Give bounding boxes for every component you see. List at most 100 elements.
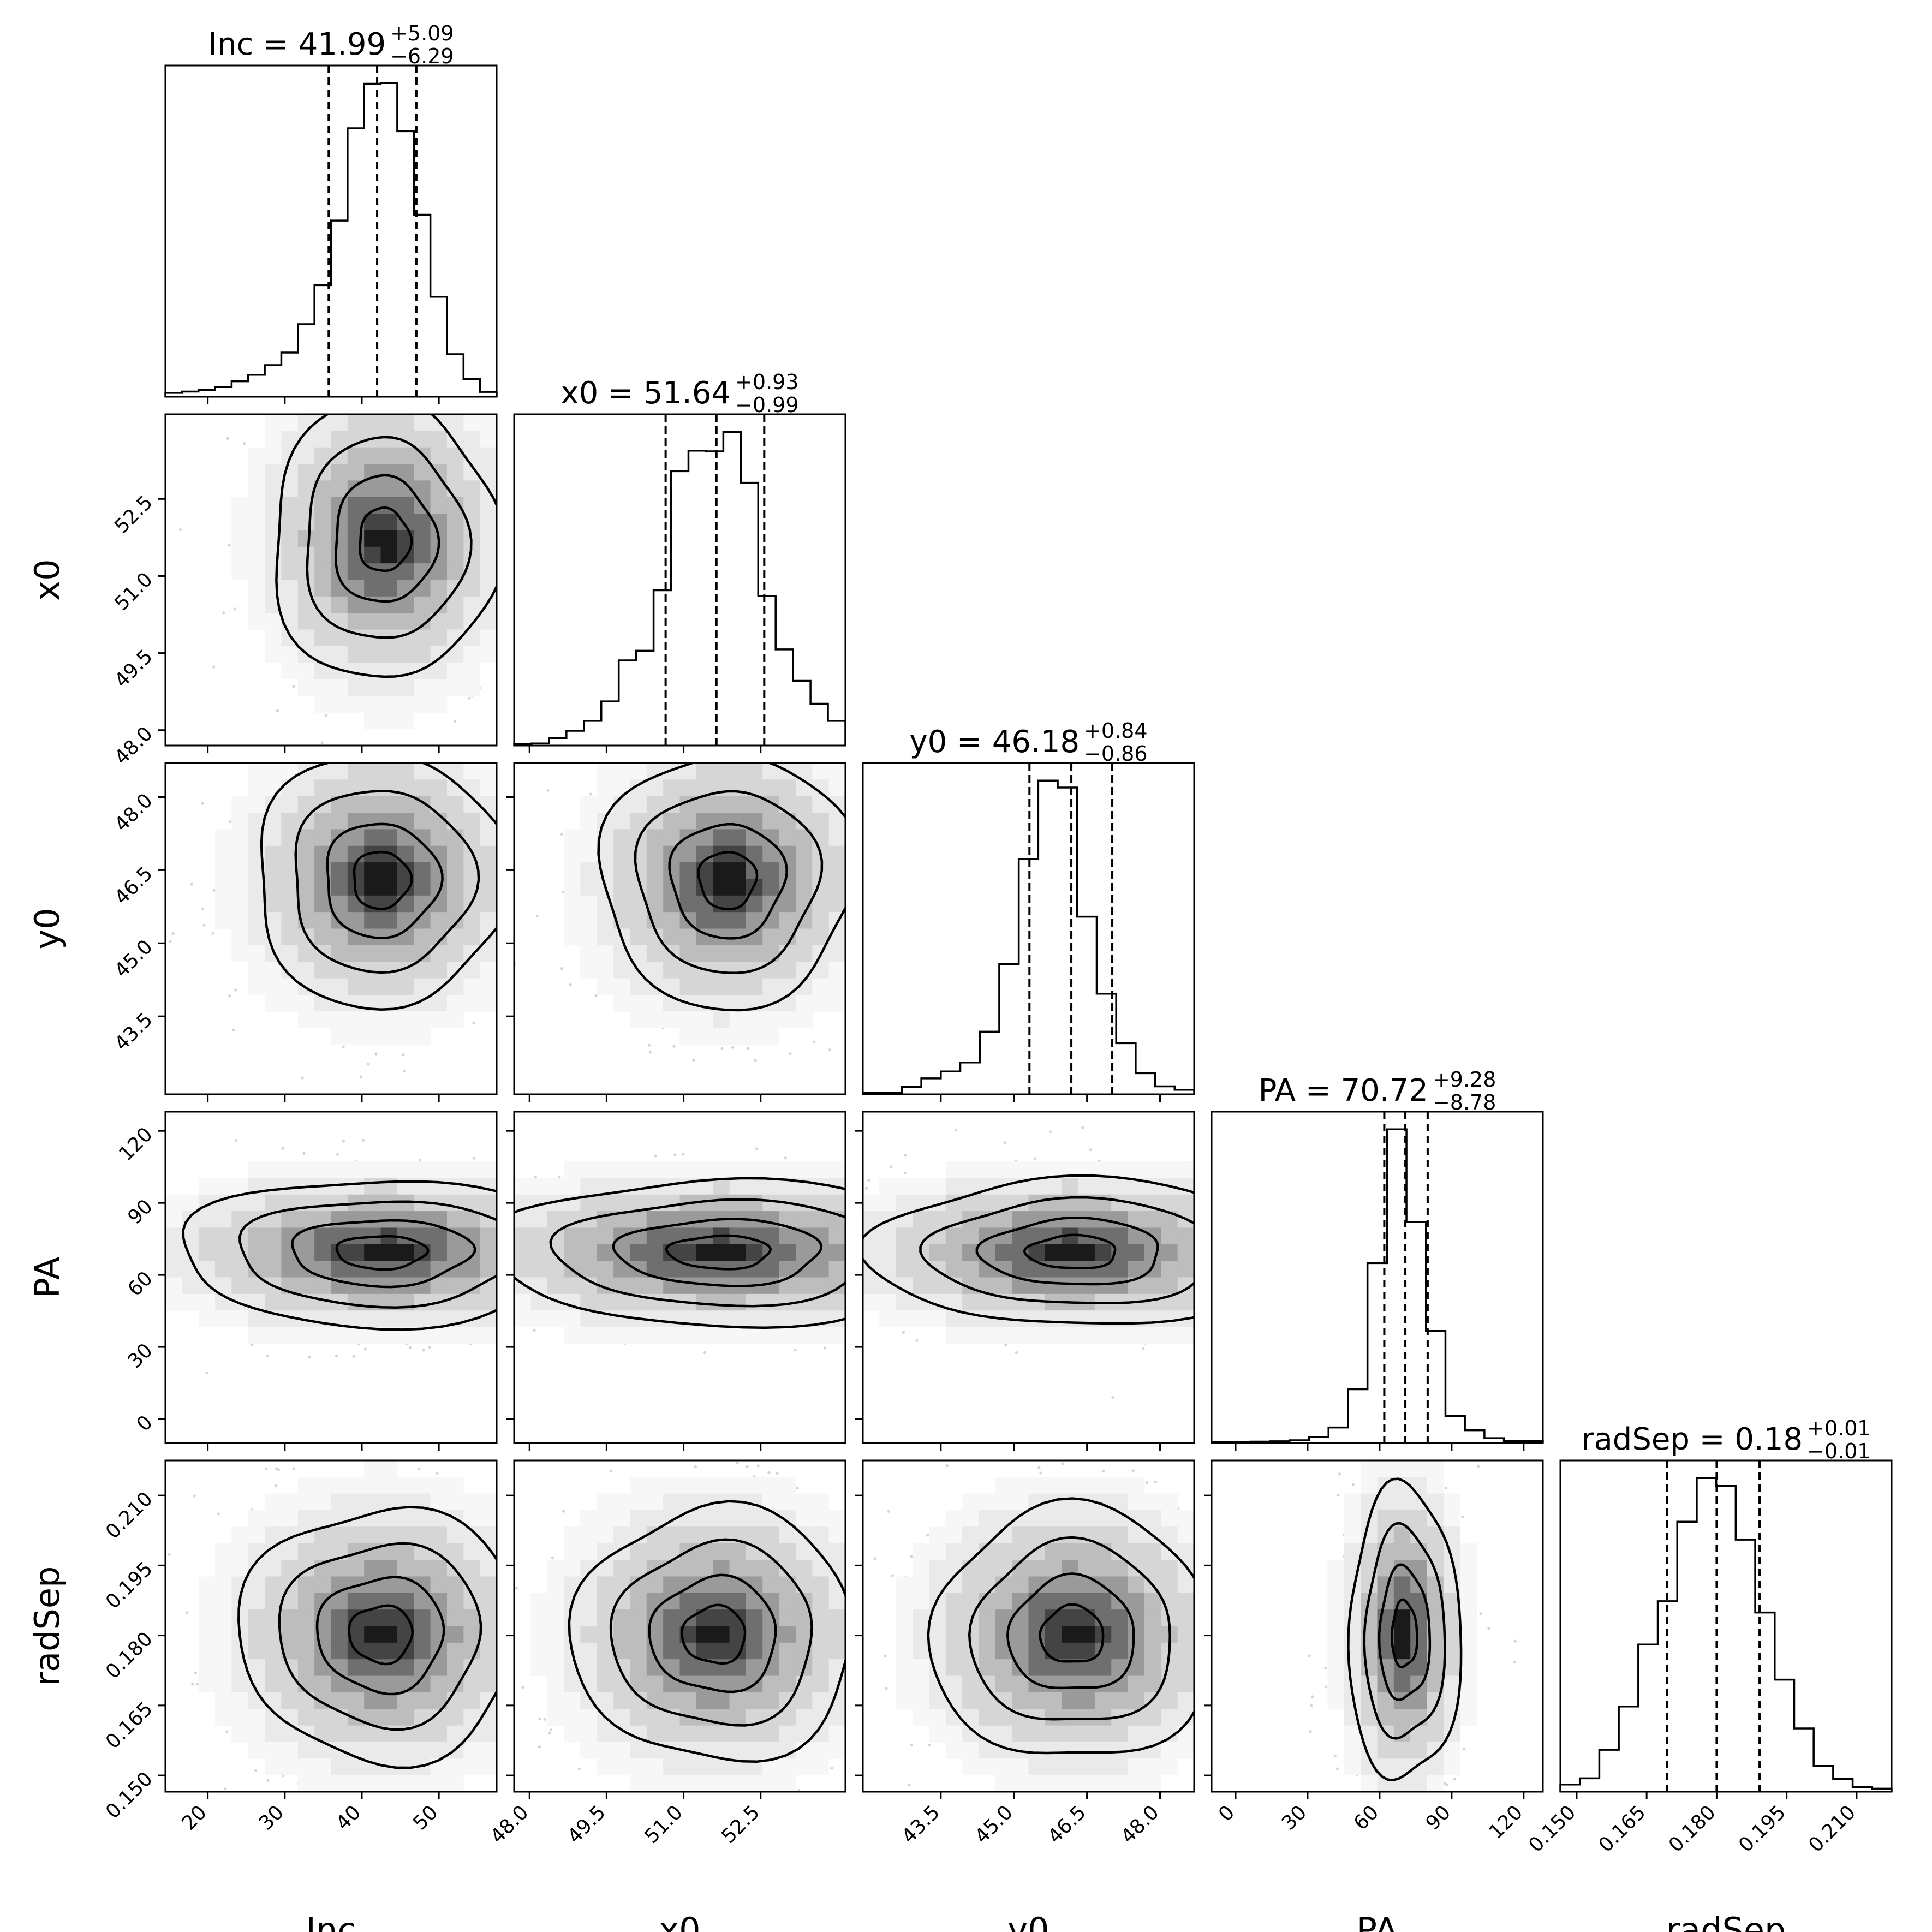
density-cell: [646, 1277, 664, 1295]
scatter-point: [508, 518, 511, 521]
density-cell: [646, 813, 664, 830]
density-cell: [713, 1178, 730, 1195]
density-cell: [380, 514, 398, 530]
density-cell: [364, 763, 381, 780]
density-cell: [663, 829, 680, 846]
scatter-point: [515, 447, 517, 450]
density-cell: [480, 779, 497, 797]
density-cell: [265, 447, 282, 464]
density-cell: [729, 945, 747, 962]
density-cell: [446, 546, 464, 564]
density-cell: [397, 580, 414, 597]
scatter-point: [959, 1347, 962, 1350]
density-cell: [347, 763, 365, 780]
scatter-point: [155, 1269, 158, 1272]
scatter-point: [356, 393, 359, 396]
density-cell: [314, 1277, 331, 1295]
density-cell: [331, 1011, 348, 1029]
density-cell: [663, 978, 680, 995]
density-cell: [480, 546, 497, 564]
scatter-point: [232, 1028, 235, 1031]
scatter-point: [542, 1361, 545, 1364]
density-cell: [297, 580, 315, 597]
contour-level-2: [326, 822, 444, 940]
scatter-point: [503, 1259, 506, 1261]
density-cell: [729, 1194, 747, 1212]
density-cell: [446, 596, 464, 613]
scatter-point: [864, 1186, 868, 1190]
density-cell: [265, 1161, 282, 1178]
density-cell: [679, 813, 697, 830]
density-cell: [696, 1161, 713, 1178]
density-cell: [746, 796, 763, 813]
scatter-point: [445, 738, 448, 741]
scatter-point: [428, 1345, 431, 1349]
density-cell: [514, 1211, 531, 1228]
density-cell: [364, 912, 381, 929]
density-cell: [430, 1011, 448, 1029]
density-cell: [198, 1178, 216, 1195]
scatter-point: [504, 1320, 506, 1322]
scatter-point: [235, 1138, 238, 1142]
scatter-point: [594, 994, 598, 998]
density-cell: [414, 1028, 431, 1045]
density-cell: [265, 613, 282, 630]
scatter-point: [977, 884, 980, 887]
density-cell: [248, 530, 265, 547]
scatter-point: [498, 1295, 501, 1297]
density-cell: [828, 1161, 845, 1178]
density-cell: [696, 912, 713, 929]
density-cell: [746, 1194, 763, 1212]
density-cell: [248, 928, 265, 946]
scatter-point: [449, 339, 451, 342]
scatter-point: [849, 1274, 852, 1277]
density-cell: [630, 1327, 647, 1344]
scatter-point: [391, 731, 393, 734]
density-cell: [380, 580, 398, 597]
density-cell: [828, 994, 845, 1012]
scatter-point: [731, 678, 734, 681]
scatter-point: [546, 789, 550, 792]
density-cell: [446, 813, 464, 830]
density-cell: [646, 1227, 664, 1245]
density-cell: [679, 879, 697, 896]
scatter-point: [736, 725, 739, 728]
density-cell: [414, 962, 431, 979]
density-cell: [281, 796, 299, 813]
density-cell: [314, 1194, 331, 1212]
density-cell: [630, 1161, 647, 1178]
scatter-point: [266, 709, 269, 712]
density-cell: [364, 1028, 381, 1045]
title-sup: +0.84: [1084, 719, 1147, 743]
density-cell: [347, 1028, 365, 1045]
density-cell: [314, 431, 331, 448]
scatter-point: [784, 1156, 787, 1160]
density-cell: [646, 962, 664, 979]
density-cell: [265, 1227, 282, 1245]
density-cell: [414, 629, 431, 647]
scatter-point: [589, 792, 592, 796]
contour-level-2: [334, 474, 440, 603]
density-cell: [331, 629, 348, 647]
scatter-point: [505, 476, 508, 479]
density-cell: [380, 695, 398, 713]
density-cell: [795, 862, 813, 879]
density-cell: [713, 796, 730, 813]
density-cell: [414, 646, 431, 663]
density-cell: [314, 596, 331, 613]
density-cell: [597, 1293, 614, 1311]
scatter-point: [529, 477, 532, 480]
density-cell: [746, 1244, 763, 1261]
scatter-point: [125, 1248, 128, 1250]
scatter-point: [119, 1231, 122, 1233]
scatter-point: [731, 1046, 735, 1049]
density-cell: [828, 763, 845, 780]
scatter-point: [1244, 1218, 1247, 1220]
density-cell: [646, 1293, 664, 1311]
scatter-point: [327, 750, 330, 753]
density-cell: [646, 1211, 664, 1228]
density-cell: [297, 1161, 315, 1178]
title-sub: −0.86: [1084, 742, 1147, 766]
density-cell: [331, 464, 348, 481]
density-cell: [281, 663, 299, 680]
